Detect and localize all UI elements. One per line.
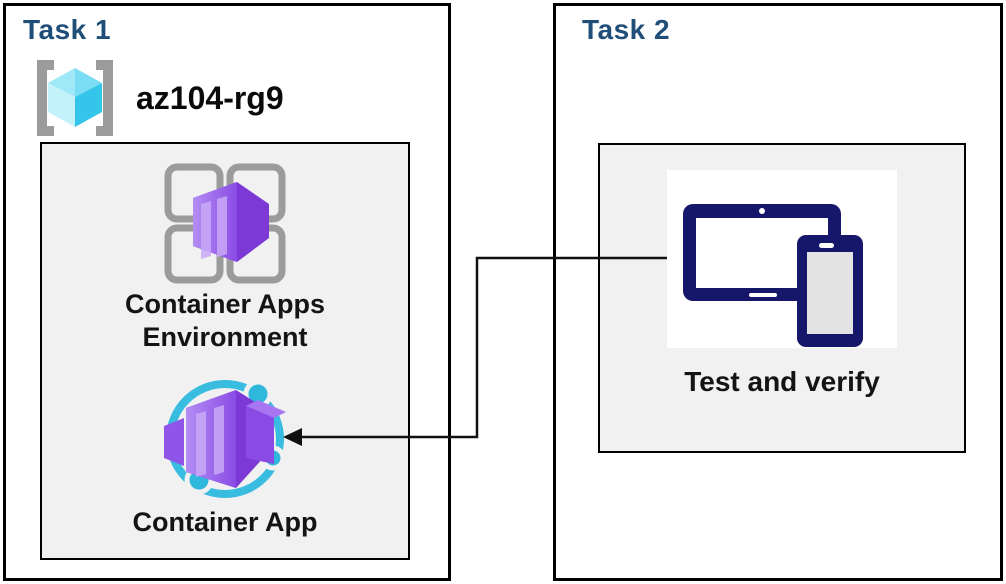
container-apps-environment-panel: Container Apps Environment <box>40 142 410 560</box>
task1-panel: Task 1 az104-rg9 <box>3 3 451 581</box>
task1-title: Task 1 <box>23 14 112 45</box>
resource-group: az104-rg9 <box>32 56 284 140</box>
test-and-verify-label: Test and verify <box>684 366 880 397</box>
container-apps-environment-icon <box>164 163 286 284</box>
container-app-label: Container App <box>132 507 318 537</box>
container-app-icon <box>164 379 286 498</box>
task2-title: Task 2 <box>582 14 671 45</box>
container-apps-environment-label: Container Apps Environment <box>124 289 325 352</box>
devices-icon-plate <box>667 170 897 348</box>
resource-group-icon <box>37 60 113 136</box>
resource-group-name: az104-rg9 <box>136 79 284 116</box>
task2-panel: Task 2 Test and verify <box>553 3 1003 581</box>
test-and-verify-panel: Test and verify <box>598 143 966 453</box>
tablet-and-phone-icon <box>683 204 863 347</box>
